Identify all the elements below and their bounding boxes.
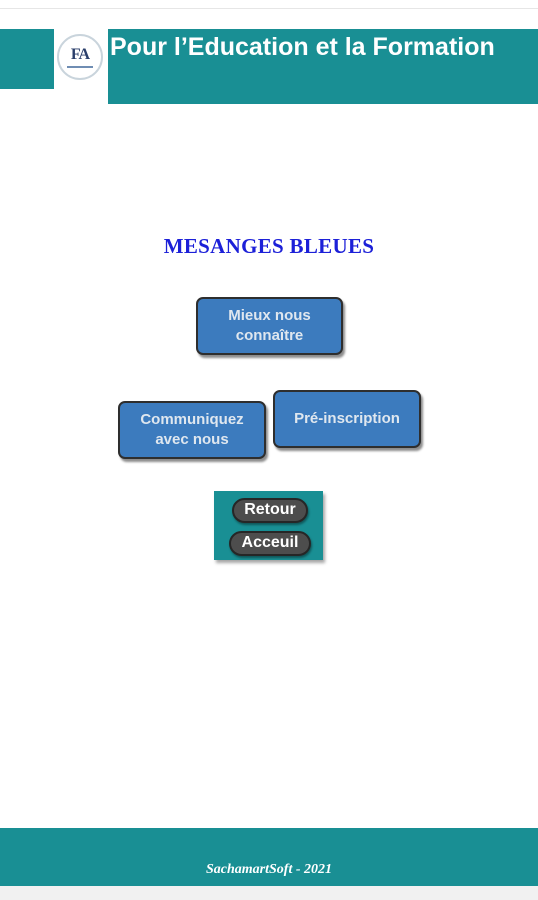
logo-text: FA: [70, 45, 90, 63]
bottom-strip: [0, 886, 538, 900]
logo-icon: FA: [57, 34, 103, 80]
logo-underline: [67, 65, 93, 68]
page-title: MESANGES BLEUES: [163, 234, 375, 258]
header-bar: [108, 29, 538, 104]
header-accent-block: [0, 29, 54, 89]
header-title: Pour l’Education et la Formation: [110, 33, 495, 61]
top-divider: [0, 8, 538, 9]
about-us-button[interactable]: Mieux nous connaître: [196, 297, 343, 355]
contact-us-button-label: Communiquez avec nous: [140, 411, 244, 448]
home-button[interactable]: Acceuil: [229, 531, 311, 556]
navigation-box: Retour Acceuil: [214, 491, 323, 560]
contact-us-button[interactable]: Communiquez avec nous: [118, 401, 266, 459]
back-button[interactable]: Retour: [232, 498, 308, 523]
pre-registration-button-label: Pré-inscription: [294, 410, 400, 427]
pre-registration-button[interactable]: Pré-inscription: [273, 390, 421, 448]
footer-bar: [0, 828, 538, 886]
footer-credit: SachamartSoft - 2021: [205, 862, 332, 877]
about-us-button-label: Mieux nous connaître: [228, 307, 311, 344]
